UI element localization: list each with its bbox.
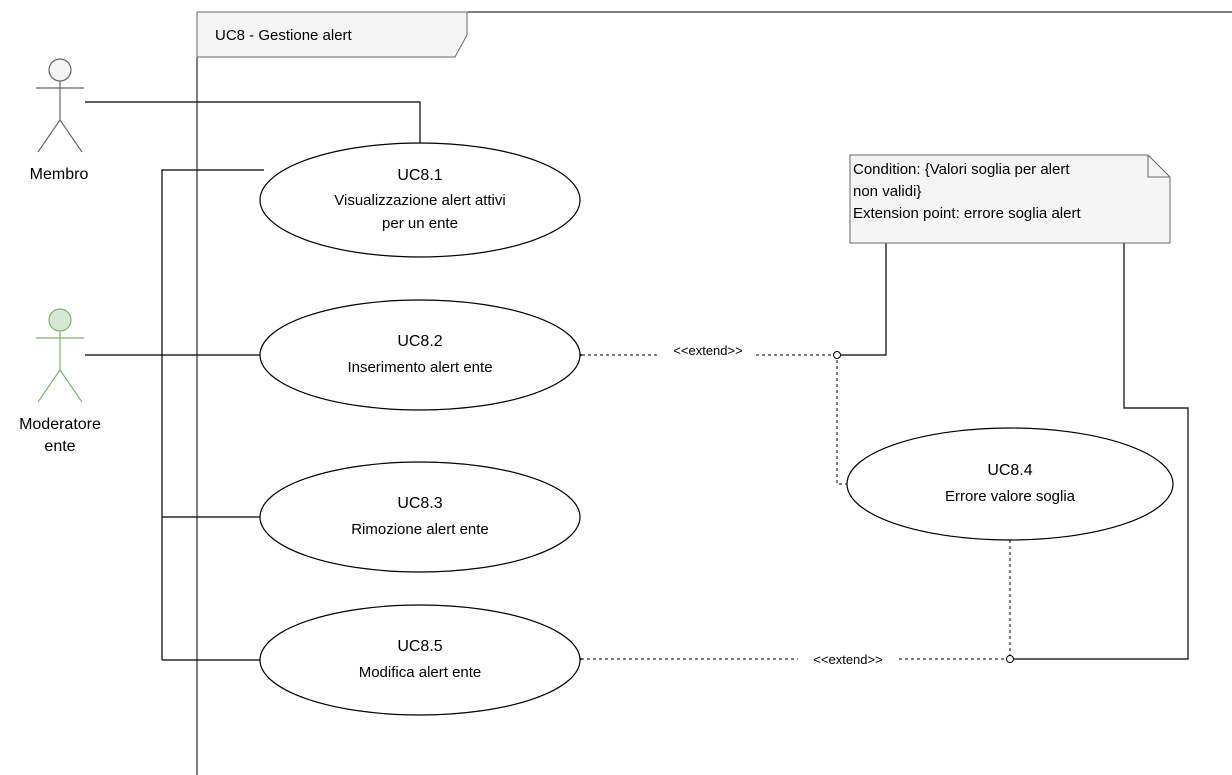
extend-label-uc85: <<extend>> — [813, 652, 882, 667]
actor-membro-name: Membro — [30, 166, 89, 183]
actor-moderatore-head — [48, 308, 72, 332]
extension-point-uc82 — [833, 351, 841, 359]
use-case-uc8-5[interactable]: UC8.5 Modifica alert ente — [259, 604, 581, 716]
note-line-1: Condition: {Valori soglia per alert — [853, 161, 1070, 178]
use-case-uc8-2-id: UC8.2 — [397, 333, 442, 350]
actor-moderatore-figure — [36, 308, 84, 403]
note-connectors — [837, 243, 1189, 660]
extend-label-uc82: <<extend>> — [673, 343, 742, 358]
use-case-uc8-4-id: UC8.4 — [987, 462, 1032, 479]
use-case-uc8-3-id: UC8.3 — [397, 495, 442, 512]
use-case-uc8-4-label: Errore valore soglia — [945, 488, 1076, 505]
association-membro-uc81 — [85, 101, 421, 143]
system-boundary[interactable]: UC8 - Gestione alert — [196, 11, 1232, 775]
actor-membro-head — [48, 58, 72, 82]
system-title: UC8 - Gestione alert — [215, 27, 353, 44]
note-line-2: non validi} — [853, 183, 921, 200]
system-title-tab — [196, 11, 468, 58]
use-case-uc8-1[interactable]: UC8.1 Visualizzazione alert attivi per u… — [259, 142, 581, 258]
condition-note[interactable]: Condition: {Valori soglia per alert non … — [849, 154, 1171, 244]
use-case-uc8-4[interactable]: UC8.4 Errore valore soglia — [846, 427, 1174, 541]
note-connector-uc85 — [1010, 243, 1189, 660]
actor-moderatore-name-line2: ente — [44, 438, 75, 455]
actor-moderatore-name-line1: Moderatore — [19, 416, 101, 433]
use-case-uc8-3-label: Rimozione alert ente — [351, 521, 489, 538]
association-moderatore-uc81 — [161, 169, 264, 660]
use-case-uc8-2-label: Inserimento alert ente — [347, 359, 492, 376]
actor-membro-figure — [36, 58, 84, 153]
use-case-uc8-3[interactable]: UC8.3 Rimozione alert ente — [259, 461, 581, 573]
associations — [85, 101, 421, 661]
use-case-uc8-1-label-1: Visualizzazione alert attivi — [334, 192, 505, 209]
note-line-3: Extension point: errore soglia alert — [853, 205, 1081, 222]
extend-line-uc84-to-point — [836, 355, 848, 485]
use-case-uc8-5-id: UC8.5 — [397, 638, 442, 655]
use-case-uc8-1-id: UC8.1 — [397, 167, 442, 184]
note-connector-uc82 — [837, 243, 887, 356]
use-case-uc8-5-label: Modifica alert ente — [359, 664, 482, 681]
use-case-uc8-2[interactable]: UC8.2 Inserimento alert ente — [259, 299, 581, 411]
actor-membro[interactable]: Membro — [30, 58, 89, 183]
use-case-uc8-1-label-2: per un ente — [382, 215, 458, 232]
extension-point-uc85 — [1006, 655, 1014, 663]
extend-relations: <<extend>> <<extend>> — [582, 343, 1011, 668]
actor-moderatore-ente[interactable]: Moderatore ente — [19, 308, 101, 455]
